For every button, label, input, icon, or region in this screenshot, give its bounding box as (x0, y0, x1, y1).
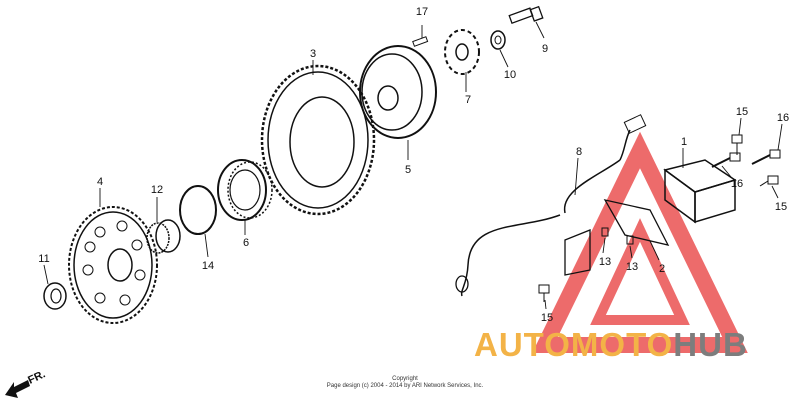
label-12: 12 (151, 184, 163, 196)
watermark-hub: HUB (673, 326, 748, 363)
label-16b: 16 (731, 178, 743, 190)
label-9: 9 (542, 43, 548, 55)
starter-housing-5[interactable] (359, 45, 437, 139)
label-6: 6 (243, 237, 249, 249)
label-16a: 16 (777, 112, 789, 124)
washer-11[interactable] (43, 282, 67, 310)
dowel-13a[interactable] (601, 227, 609, 237)
leader-lines (43, 21, 783, 310)
washer-10[interactable] (490, 30, 506, 50)
label-2: 2 (659, 263, 665, 275)
label-3: 3 (310, 48, 316, 60)
watermark-triangle (532, 131, 748, 353)
label-8: 8 (576, 146, 582, 158)
copyright-line-1: Copyright (392, 376, 418, 382)
bolt-16-left[interactable] (711, 152, 741, 168)
label-15c: 15 (541, 312, 553, 324)
ring-gear-3[interactable] (260, 64, 376, 216)
snap-ring-14[interactable] (179, 185, 217, 235)
label-15b: 15 (775, 201, 787, 213)
bolt-16-right[interactable] (751, 149, 781, 165)
front-label: FR. (26, 368, 47, 386)
label-11: 11 (38, 253, 49, 265)
sprocket-7[interactable] (444, 29, 480, 75)
clutch-6[interactable] (217, 159, 273, 221)
copyright-line-2: Page design (c) 2004 - 2014 by ARI Netwo… (326, 383, 484, 389)
label-15a: 15 (736, 106, 748, 118)
needle-bearing-12[interactable] (146, 219, 181, 254)
watermark-moto: MOTO (570, 326, 674, 363)
watermark-logo: AUTOMOTOHUB (474, 326, 748, 364)
label-5: 5 (405, 164, 411, 176)
bolt-15-bottom[interactable] (538, 284, 550, 302)
label-10: 10 (504, 69, 516, 81)
label-7: 7 (465, 94, 471, 106)
copyright-footer: Copyright Page design (c) 2004 - 2014 by… (300, 376, 510, 390)
label-4: 4 (97, 176, 103, 188)
bolt-17[interactable] (412, 36, 429, 47)
pulse-generator-1[interactable] (663, 159, 737, 224)
label-13b: 13 (626, 261, 638, 273)
front-direction-arrow: FR. (5, 368, 47, 398)
gear-4[interactable] (68, 206, 158, 324)
bolt-15-top[interactable] (731, 134, 743, 155)
label-14: 14 (202, 260, 214, 272)
label-13a: 13 (599, 256, 611, 268)
plate-2[interactable] (564, 199, 670, 276)
dowel-13b[interactable] (626, 235, 634, 245)
label-17: 17 (416, 6, 428, 18)
wire-harness-8[interactable] (455, 114, 647, 297)
label-1: 1 (681, 136, 687, 148)
watermark-auto: AUTO (474, 326, 571, 363)
bolt-9[interactable] (508, 5, 544, 25)
bolt-15-right[interactable] (759, 175, 779, 187)
